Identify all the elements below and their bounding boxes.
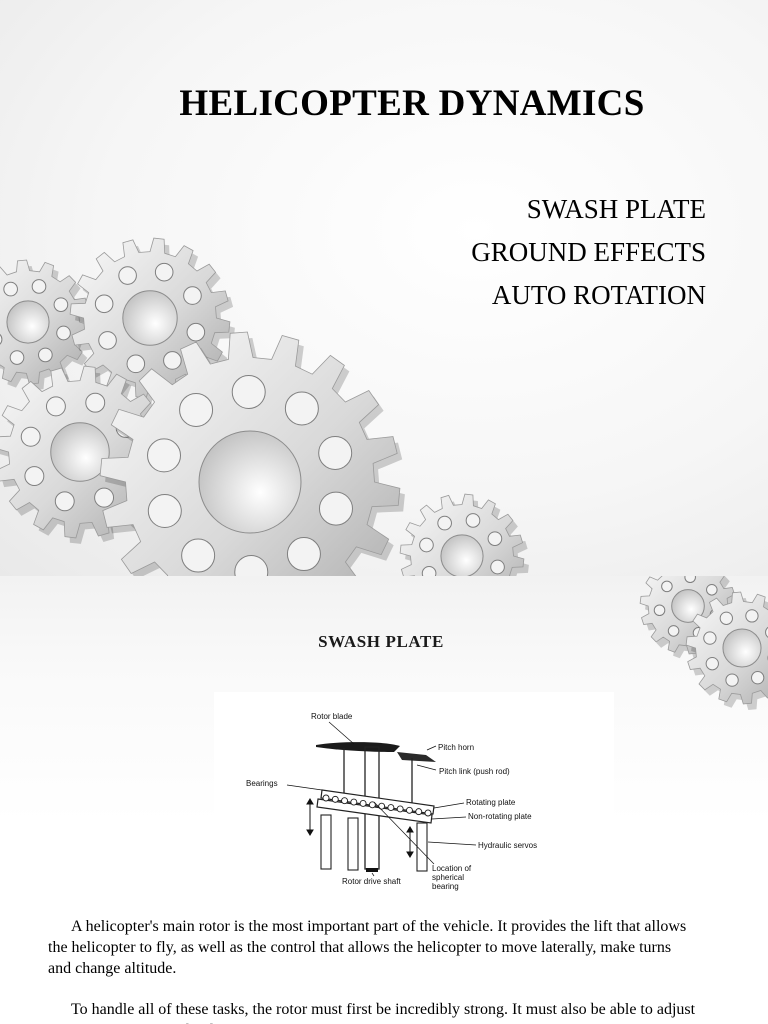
gears-illustration [0,237,529,576]
label-location-line-1: Location of [432,864,472,873]
label-location-line-2: spherical [432,873,464,882]
label-rotor-blade: Rotor blade [311,712,353,721]
bearing-ball [378,802,386,810]
label-rotating-plate: Rotating plate [466,798,516,807]
label-pitch-horn: Pitch horn [438,743,474,752]
swash-plate-diagram: Rotor blade Pitch horn Pitch link (push … [214,692,614,892]
bearing-ball [359,800,367,807]
rotor-blade-shape [316,742,400,752]
slide-title: HELICOPTER DYNAMICS [179,83,645,124]
label-hydraulic-servos: Hydraulic servos [478,841,537,850]
bearing-ball [415,808,423,816]
bearing-ball [322,794,330,802]
bearing-ball [368,801,376,809]
title-slide: HELICOPTER DYNAMICS SWASH PLATE GROUND E… [0,0,768,576]
topic-auto-rotation: AUTO ROTATION [491,280,706,310]
bearing-ball [406,806,413,814]
corner-gears-illustration [639,576,768,710]
gear-icon [399,493,529,576]
topic-ground-effects: GROUND EFFECTS [471,237,706,267]
bearing-ball [387,804,395,811]
bearing-ball [331,795,339,803]
body-text: A helicopter's main rotor is the most im… [48,916,698,1024]
label-bearings: Bearings [246,779,278,788]
gear-icon [99,331,405,576]
gear-icon [685,591,768,710]
bearing-ball [341,797,348,805]
topic-list: SWASH PLATE GROUND EFFECTS AUTO ROTATION [471,188,706,317]
swash-plate-slide: SWASH PLATE [0,576,768,1024]
paragraph: To handle all of these tasks, the rotor … [48,1001,696,1024]
label-non-rotating-plate: Non-rotating plate [468,812,532,821]
topic-swash-plate: SWASH PLATE [526,194,706,224]
paragraph: A helicopter's main rotor is the most im… [48,918,687,977]
section-title: SWASH PLATE [318,632,444,651]
label-rotor-drive-shaft: Rotor drive shaft [342,877,401,886]
label-pitch-link: Pitch link (push rod) [439,767,510,776]
label-location-line-3: bearing [432,882,459,891]
bearing-ball [350,798,358,806]
bearing-ball [396,805,404,813]
gear-icon [0,259,95,390]
pitch-horn-shape [397,752,436,762]
bearing-ball [424,809,432,817]
